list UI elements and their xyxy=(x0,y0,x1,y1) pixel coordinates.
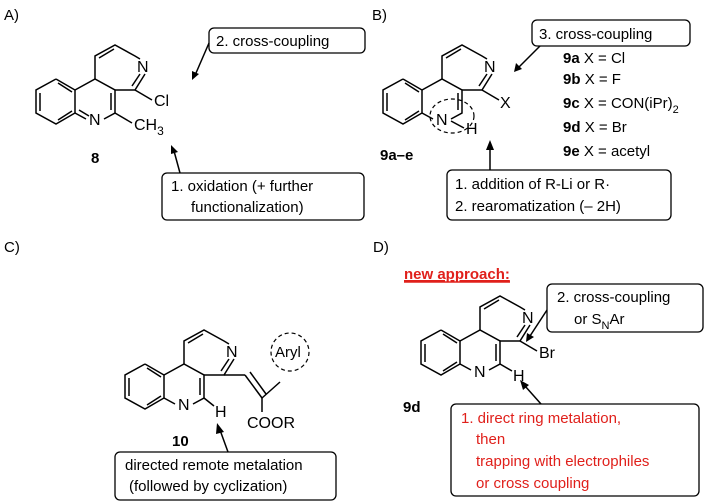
box-direct-metalation-d-line3: trapping with electrophiles xyxy=(476,453,649,470)
atom-br: Br xyxy=(539,345,556,362)
box-direct-metalation-d-line1: 1. direct ring metalation, xyxy=(461,410,621,427)
compound-label-9d: 9d xyxy=(403,399,421,416)
atom-cl: Cl xyxy=(154,93,169,110)
molecule-8 xyxy=(35,44,153,125)
box-cross-coupling-d-line1: 2. cross-coupling xyxy=(557,289,670,306)
box-addition-b-line1: 1. addition of R-Li or R· xyxy=(455,176,610,193)
atom-aryl: Aryl xyxy=(275,344,301,361)
variant-9a: 9a X = Cl xyxy=(563,50,625,67)
variant-9e: 9e X = acetyl xyxy=(563,143,650,160)
box-cross-coupling-a-text: 2. cross-coupling xyxy=(216,33,329,50)
compound-label-9a-e: 9a–e xyxy=(380,147,413,164)
atom-h: H xyxy=(215,404,227,421)
svg-text:CH3: CH3 xyxy=(134,117,164,138)
panel-b-label: B) xyxy=(372,7,387,24)
box-oxidation-a-line1: 1. oxidation (+ further xyxy=(171,178,313,195)
dashed-highlight-b xyxy=(429,98,475,134)
compound-label-8: 8 xyxy=(91,150,99,167)
molecule-9a-e xyxy=(382,44,500,134)
variant-list: 9a X = Cl 9b X = F 9c X = CON(iPr)2 9d X… xyxy=(563,50,679,160)
panel-a: A) N Cl N CH3 8 2. cross-coupling xyxy=(4,7,366,221)
box-direct-metalation-d xyxy=(450,403,700,497)
atom-x: X xyxy=(500,95,511,112)
arrow-a-top xyxy=(195,42,210,74)
variant-9c: 9c X = CON(iPr)2 xyxy=(563,95,679,116)
box-addition-b-line2: 2. rearomatization (– 2H) xyxy=(455,198,621,215)
box-addition-b xyxy=(446,169,672,221)
variant-9b: 9b X = F xyxy=(563,71,621,88)
box-direct-metalation-d-line2: then xyxy=(476,431,505,448)
panel-d-label: D) xyxy=(373,239,389,256)
arrow-d-top xyxy=(529,309,548,337)
box-remote-metalation-c-line2: (followed by cyclization) xyxy=(129,478,287,495)
atom-n-top: N xyxy=(226,344,238,361)
molecule-10 xyxy=(124,329,310,412)
box-oxidation-a-line2: functionalization) xyxy=(191,199,304,216)
panel-c: C) N N H Aryl COOR 10 xyxy=(4,239,337,501)
box-cross-coupling-b xyxy=(531,19,691,47)
variant-9d: 9d X = Br xyxy=(563,119,627,136)
atom-n-bottom: N xyxy=(436,112,448,129)
atom-h: H xyxy=(513,368,525,385)
arrow-a-bottom xyxy=(173,150,181,174)
arrow-b-top xyxy=(518,45,541,68)
box-cross-coupling-d-line2: or SNAr xyxy=(574,311,624,332)
box-cross-coupling-b-text: 3. cross-coupling xyxy=(539,26,652,43)
box-cross-coupling-d xyxy=(546,283,704,333)
atom-n-top: N xyxy=(484,59,496,76)
dashed-aryl-circle xyxy=(270,332,310,372)
arrow-c xyxy=(219,429,229,453)
atom-n-top: N xyxy=(137,59,149,76)
box-direct-metalation-d-line4: or cross coupling xyxy=(476,475,589,492)
panel-a-label: A) xyxy=(4,7,19,24)
atom-h: H xyxy=(466,121,478,138)
atom-coor: COOR xyxy=(247,415,295,432)
panel-b: B) N X N H 9a–e 3. cross-coupling 9a X xyxy=(372,7,691,221)
box-oxidation-a xyxy=(161,172,365,221)
atom-n-bottom: N xyxy=(178,397,190,414)
panel-c-label: C) xyxy=(4,239,20,256)
new-approach-heading: new approach: xyxy=(404,266,510,283)
atom-n-top: N xyxy=(522,310,534,327)
arrow-d-bottom xyxy=(524,385,542,405)
atom-n-bottom: N xyxy=(474,364,486,381)
molecule-9d xyxy=(420,295,538,376)
box-remote-metalation-c xyxy=(114,451,337,501)
panel-d: D) new approach: N Br N H 9d 2. cross-co… xyxy=(373,239,704,497)
atom-ch3-subscript: 3 xyxy=(157,124,164,138)
box-cross-coupling-a xyxy=(208,27,366,54)
compound-label-10: 10 xyxy=(172,433,189,450)
box-remote-metalation-c-line1: directed remote metalation xyxy=(125,457,303,474)
atom-n-bottom: N xyxy=(89,112,101,129)
atom-ch3: CH xyxy=(134,117,157,134)
